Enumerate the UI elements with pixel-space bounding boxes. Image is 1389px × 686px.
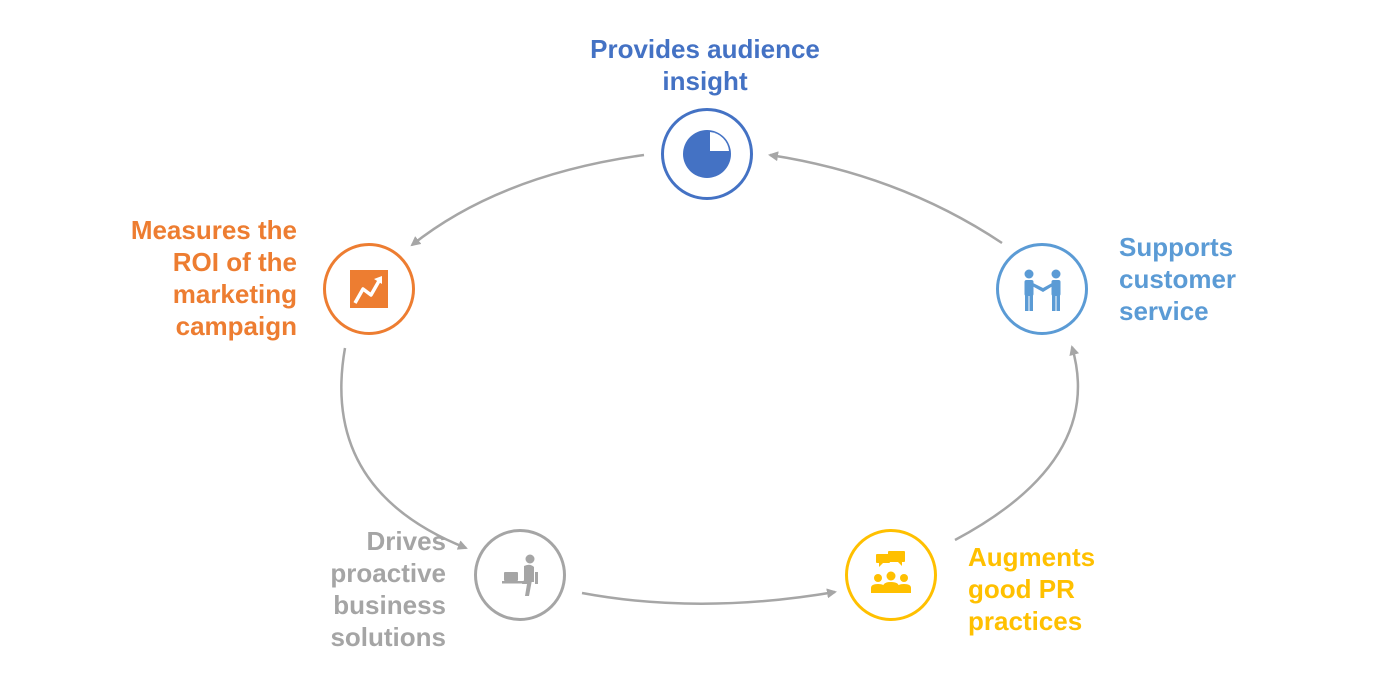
label-customer-service: Supports customer service	[1119, 232, 1237, 326]
team-chat-icon	[871, 551, 911, 593]
arrow-customer-to-audience	[768, 151, 1003, 245]
label-audience-insight: Provides audience insight	[590, 34, 820, 96]
label-business-solutions: Drives proactive business solutions	[330, 526, 446, 652]
person-at-laptop-icon	[502, 554, 538, 596]
arrow-roi-to-business	[340, 347, 468, 550]
node-pr-practices	[845, 529, 937, 621]
arrow-business-to-pr	[581, 588, 837, 605]
pie-chart-icon	[683, 130, 731, 178]
arrow-pr-to-customer	[954, 345, 1080, 542]
label-pr-practices: Augments good PR practices	[968, 542, 1096, 636]
growth-arrow-icon	[350, 270, 388, 308]
handshake-icon	[1024, 269, 1061, 311]
node-customer-service	[996, 243, 1088, 335]
node-roi	[323, 243, 415, 335]
node-business-solutions	[474, 529, 566, 621]
arrow-audience-to-roi	[410, 153, 645, 247]
node-audience-insight	[661, 108, 753, 200]
label-roi: Measures the ROI of the marketing campai…	[130, 215, 297, 341]
